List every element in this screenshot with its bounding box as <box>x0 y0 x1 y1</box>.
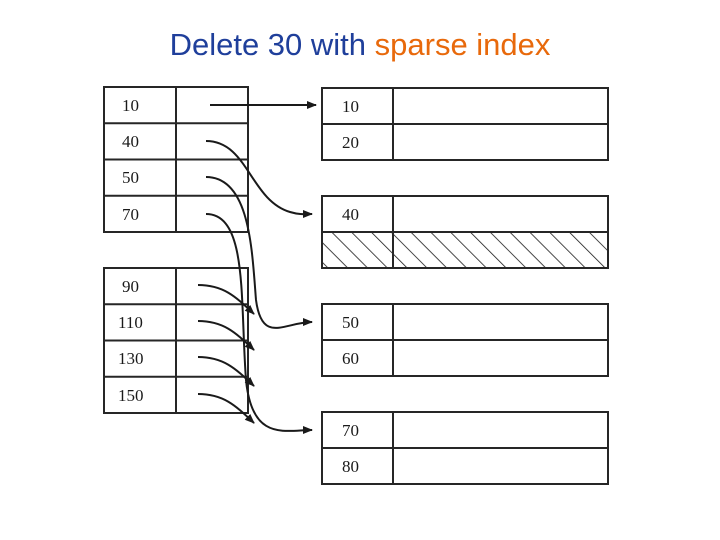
index-key-cell: 130 <box>118 349 144 368</box>
page-title: Delete 30 with sparse index <box>0 26 720 64</box>
title-main-text: Delete 30 with <box>169 27 375 62</box>
data-record-value: 80 <box>342 457 359 476</box>
pointer-arrows <box>197 101 317 435</box>
index-key-cell: 110 <box>118 313 143 332</box>
pointer-arrow-40 <box>205 140 313 219</box>
data-record-value: 40 <box>342 205 359 224</box>
data-record-value: 20 <box>342 133 359 152</box>
data-block-4[interactable]: 70 80 <box>321 411 609 485</box>
index-block-1[interactable]: 10 40 50 70 <box>103 86 249 233</box>
index-key-cell: 150 <box>118 386 144 405</box>
pointer-arrow-50 <box>205 176 313 329</box>
data-record-value: 60 <box>342 349 359 368</box>
pointer-arrow-130 <box>197 356 255 387</box>
data-block-3[interactable]: 50 60 <box>321 303 609 377</box>
index-key-cell: 10 <box>122 96 139 115</box>
index-key-cell: 40 <box>122 132 139 151</box>
data-block-1[interactable]: 10 20 <box>321 87 609 161</box>
pointer-arrow-150 <box>197 393 255 424</box>
deleted-record-hatch <box>323 233 607 267</box>
index-block-2[interactable]: 90 110 130 150 <box>103 267 249 414</box>
data-block-2[interactable]: 40 <box>321 195 609 269</box>
data-record-value: 70 <box>342 421 359 440</box>
index-key-cell: 50 <box>122 168 139 187</box>
pointer-arrow-110 <box>197 320 255 351</box>
index-key-cell: 70 <box>122 205 139 224</box>
pointer-arrow-70 <box>205 213 313 435</box>
index-key-cell: 90 <box>122 277 139 296</box>
pointer-arrow-90 <box>197 284 255 315</box>
title-accent-text: sparse index <box>374 27 551 62</box>
data-record-value: 10 <box>342 97 359 116</box>
data-record-value: 50 <box>342 313 359 332</box>
